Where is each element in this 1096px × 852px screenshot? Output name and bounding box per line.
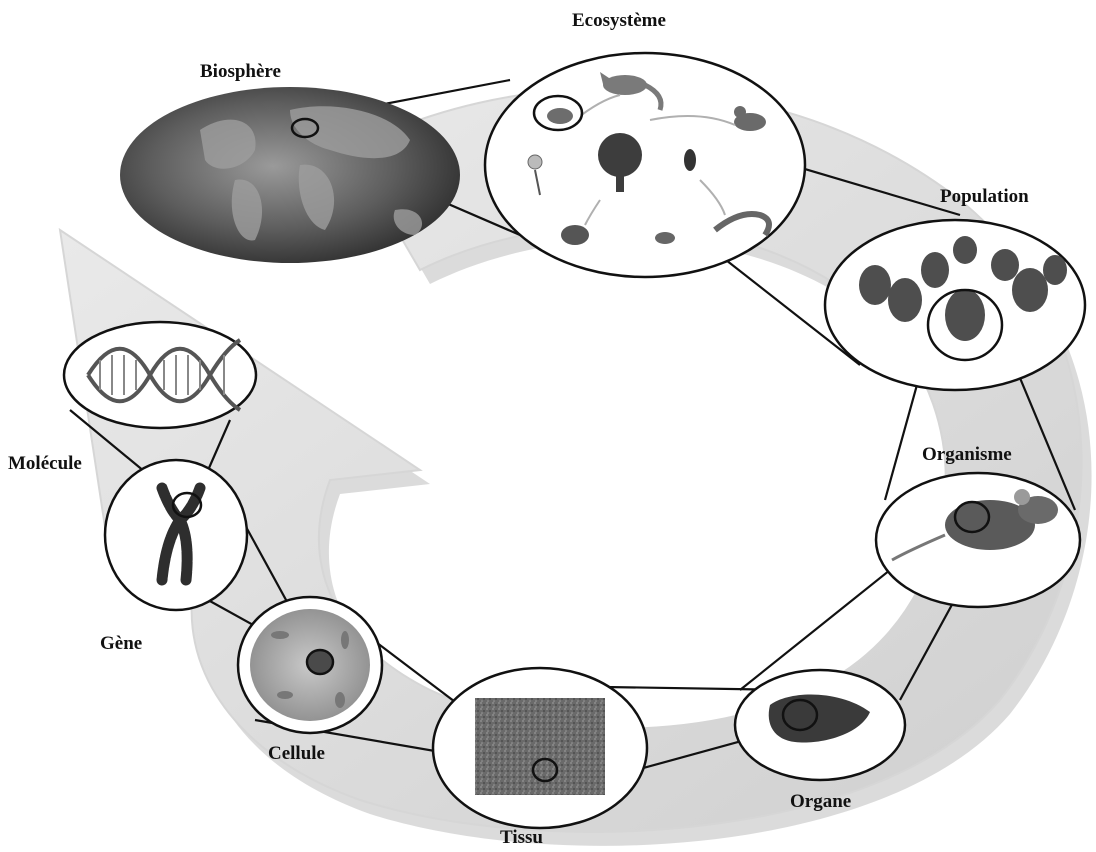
insect-icon xyxy=(655,232,675,244)
biosphere-globe xyxy=(120,87,460,263)
cell-circle xyxy=(238,597,382,733)
label-organisme: Organisme xyxy=(922,444,1012,465)
ecosystem-circle xyxy=(485,53,805,277)
label-ecosysteme: Ecosystème xyxy=(572,10,666,31)
chromosome-circle xyxy=(105,460,247,610)
label-molecule: Molécule xyxy=(8,453,82,474)
label-cellule: Cellule xyxy=(268,743,325,764)
organ-circle xyxy=(735,670,905,780)
label-organe: Organe xyxy=(790,791,851,812)
label-tissu: Tissu xyxy=(500,827,543,848)
organism-circle xyxy=(876,473,1080,607)
label-biosphere: Biosphère xyxy=(200,61,281,82)
dna-circle xyxy=(64,322,256,428)
rodent-icon xyxy=(534,96,582,130)
beetle-icon xyxy=(684,149,696,171)
population-circle xyxy=(825,220,1085,390)
tissue-circle xyxy=(433,668,647,828)
louse-icon xyxy=(561,225,589,245)
label-gene: Gène xyxy=(100,633,142,654)
label-population: Population xyxy=(940,186,1029,207)
